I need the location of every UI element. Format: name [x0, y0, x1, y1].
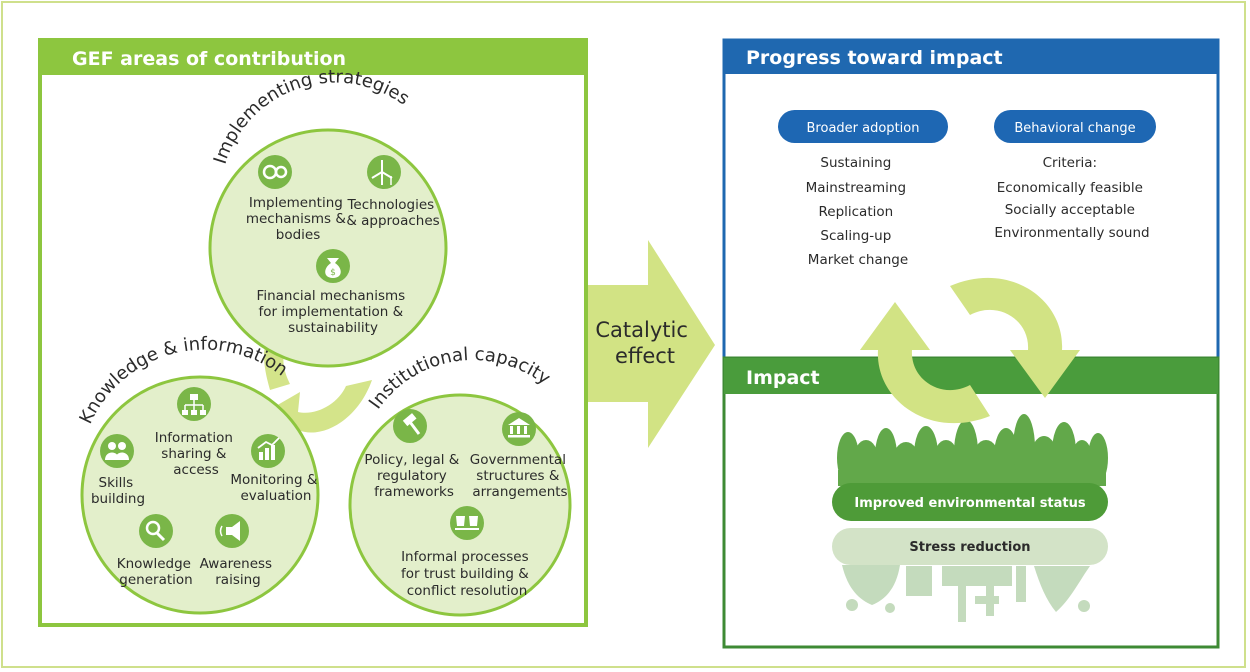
forest-icon — [837, 414, 1108, 486]
implementing-mechanisms-label: Implementing mechanisms & bodies — [246, 195, 350, 243]
broader-adoption-list: Sustaining Mainstreaming Replication Sca… — [806, 155, 911, 268]
megaphone-icon — [215, 514, 249, 548]
magnifier-icon — [139, 514, 173, 548]
svg-text:$: $ — [330, 268, 336, 278]
wind-turbine-icon — [367, 155, 401, 189]
improved-status-bar — [832, 483, 1108, 521]
stress-reduction-label: Stress reduction — [909, 540, 1030, 555]
org-chart-icon — [177, 387, 211, 421]
progress-header-bar — [724, 40, 1218, 74]
knowledge-circle: Knowledge & information Information shar… — [75, 334, 321, 615]
technologies-approaches-label: Technologies & approaches — [346, 197, 439, 229]
improved-status-label: Improved environmental status — [854, 496, 1086, 511]
impact-panel: Impact Improved environmental status Str… — [722, 356, 1220, 649]
catalytic-effect-label: Catalytic effect — [595, 318, 694, 368]
government-building-icon — [502, 412, 536, 446]
broader-adoption-label: Broader adoption — [807, 121, 920, 136]
catalytic-arrow-shape — [588, 240, 715, 448]
implementing-circle-shape — [208, 128, 448, 368]
behavioral-change-list: Criteria: Economically feasible Socially… — [994, 155, 1149, 241]
informal-processes-label: Informal processes for trust building & … — [401, 549, 533, 599]
progress-panel-border — [722, 38, 1220, 368]
progress-panel: Progress toward impact Broader adoption … — [722, 38, 1220, 368]
knowledge-circle-shape — [80, 375, 320, 615]
institutional-circle-shape — [348, 393, 572, 617]
policy-frameworks-label: Policy, legal & regulatory frameworks — [364, 452, 463, 500]
skills-building-label: Skills building — [91, 475, 145, 507]
governmental-structures-label: Governmental structures & arrangements — [470, 452, 571, 500]
industry-icon — [842, 565, 1090, 622]
awareness-raising-label: Awareness raising — [200, 556, 277, 588]
catalytic-arrow: Catalytic effect — [588, 240, 715, 448]
people-icon — [100, 434, 134, 468]
gears-icon — [258, 155, 292, 189]
refresh-cycle-icon — [860, 277, 1080, 424]
cups-icon — [450, 506, 484, 540]
impact-header-title: Impact — [746, 367, 820, 389]
gavel-icon — [393, 409, 427, 443]
knowledge-generation-label: Knowledge generation — [117, 556, 196, 588]
financial-mechanisms-label: Financial mechanisms for implementation … — [257, 288, 410, 336]
institutional-circle: Institutional capacity Policy, legal & r… — [348, 344, 572, 617]
stress-reduction-bar — [832, 528, 1108, 565]
monitoring-evaluation-label: Monitoring & evaluation — [230, 472, 321, 504]
behavioral-change-label: Behavioral change — [1014, 121, 1135, 136]
broader-adoption-pill — [778, 110, 948, 143]
information-sharing-label: Information sharing & access — [155, 430, 237, 478]
gef-header-bar — [40, 40, 586, 75]
gef-header-title: GEF areas of contribution — [72, 48, 346, 70]
implementing-circle: Implementing strategies Implementing mec… — [208, 67, 448, 368]
money-bag-icon: $ — [316, 249, 350, 283]
progress-header-title: Progress toward impact — [746, 47, 1003, 69]
chart-icon — [251, 434, 285, 468]
behavioral-change-pill — [994, 110, 1156, 143]
